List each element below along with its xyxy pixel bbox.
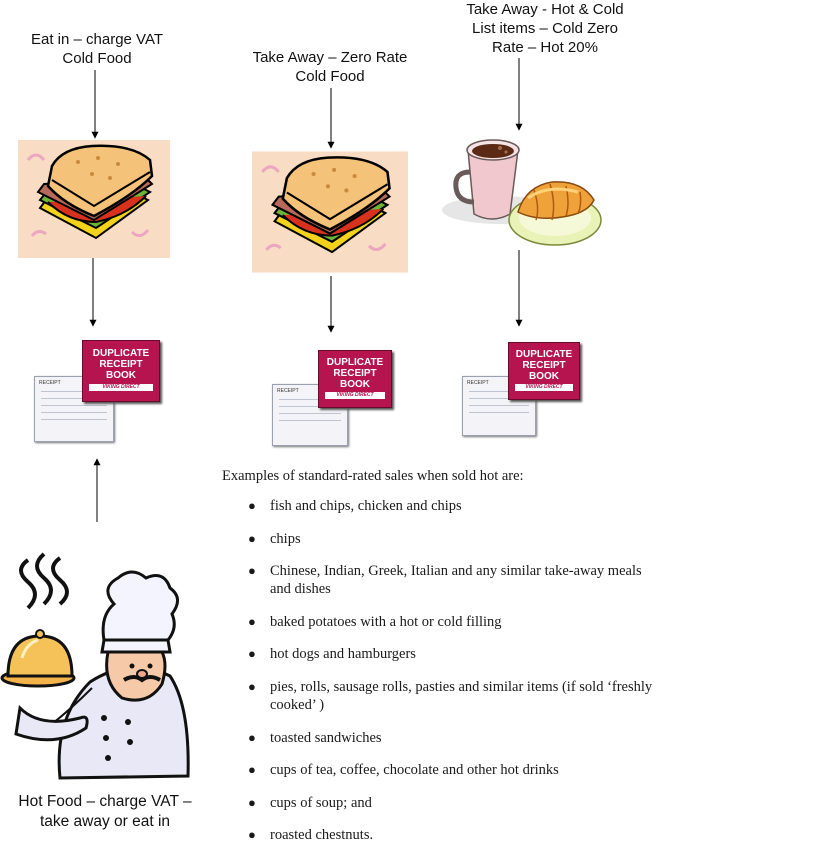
coffee-croissant-icon — [442, 139, 602, 246]
list-item-text: hot dogs and hamburgers — [270, 646, 416, 663]
list-item-text: baked potatoes with a hot or cold fillin… — [270, 613, 502, 630]
list-item: ● pies, rolls, sausage rolls, pasties and… — [222, 678, 662, 714]
caption-take-away-hot-cold: Take Away - Hot & Cold List items – Cold… — [435, 0, 655, 57]
sandwich-icon — [252, 151, 408, 273]
list-item-text: cups of soup; and — [270, 794, 372, 811]
receipt-title: BOOK — [529, 371, 559, 382]
receipt-book-cover: DUPLICATE RECEIPT BOOK VIKING DIRECT — [82, 340, 160, 402]
examples-intro: Examples of standard-rated sales when so… — [222, 468, 524, 484]
caption-line: Eat in – charge VAT — [30, 31, 163, 48]
sandwich-icon — [18, 140, 170, 258]
bullet-icon: ● — [248, 530, 256, 546]
bullet-icon: ● — [248, 762, 256, 778]
caption-line: Take Away – Zero Rate — [252, 49, 408, 66]
caption-take-away-cold: Take Away – Zero Rate Cold Food — [230, 48, 430, 86]
list-item-text: fish and chips, chicken and chips — [270, 498, 462, 514]
list-item: ● chips — [222, 530, 662, 548]
list-item-text: toasted sandwiches — [270, 729, 382, 746]
bullet-icon: ● — [248, 827, 256, 843]
receipt-label: RECEIPT — [277, 388, 299, 394]
list-item-text: pies, rolls, sausage rolls, pasties and … — [270, 678, 653, 713]
caption-line: List items – Cold Zero — [472, 20, 618, 37]
bullet-icon: ● — [248, 613, 256, 629]
caption-line: Cold Food — [295, 68, 365, 85]
list-item: ● fish and chips, chicken and chips — [222, 497, 662, 515]
bullet-icon: ● — [248, 794, 256, 810]
caption-line: Rate – Hot 20% — [492, 39, 598, 56]
list-item-text: chips — [270, 530, 301, 547]
caption-line: Hot Food – charge VAT – — [18, 793, 192, 810]
list-item-text: cups of tea, coffee, chocolate and other… — [270, 762, 559, 779]
receipt-title: DUPLICATE — [515, 349, 573, 360]
receipt-title: DUPLICATE — [92, 348, 150, 359]
caption-eat-in: Eat in – charge VAT Cold Food — [2, 30, 192, 68]
receipt-title: RECEIPT — [522, 360, 566, 371]
receipt-title: DUPLICATE — [326, 357, 384, 368]
receipt-title: RECEIPT — [99, 359, 143, 370]
receipt-brand: VIKING DIRECT — [89, 384, 153, 391]
list-item: ● roasted chestnuts. — [222, 826, 662, 844]
receipt-title: RECEIPT — [333, 368, 377, 379]
receipt-brand: VIKING DIRECT — [325, 392, 385, 399]
bullet-icon: ● — [248, 729, 256, 745]
receipt-book-cover: DUPLICATE RECEIPT BOOK VIKING DIRECT — [508, 342, 580, 400]
caption-line: Take Away - Hot & Cold — [466, 1, 624, 18]
list-item: ● cups of tea, coffee, chocolate and othe… — [222, 761, 662, 779]
list-item-text: roasted chestnuts. — [270, 827, 374, 844]
list-item-text: Chinese, Indian, Greek, Italian and any … — [270, 563, 642, 598]
list-item: ● baked potatoes with a hot or cold filli… — [222, 613, 662, 631]
receipt-brand: VIKING DIRECT — [515, 384, 573, 391]
list-item: ● cups of soup; and — [222, 794, 662, 812]
receipt-title: BOOK — [340, 379, 370, 390]
receipt-label: RECEIPT — [39, 380, 61, 386]
receipt-book-icon: RECEIPT DUPLICATE RECEIPT BOOK VIKING DI… — [462, 342, 586, 438]
chef-icon — [0, 552, 190, 780]
bullet-icon: ● — [248, 646, 256, 662]
receipt-book-cover: DUPLICATE RECEIPT BOOK VIKING DIRECT — [318, 350, 392, 408]
bullet-icon: ● — [248, 678, 256, 694]
list-item: ● Chinese, Indian, Greek, Italian and any… — [222, 562, 662, 598]
caption-line: take away or eat in — [39, 813, 171, 830]
receipt-title: BOOK — [106, 370, 136, 381]
receipt-book-icon: RECEIPT DUPLICATE RECEIPT BOOK VIKING DI… — [34, 340, 166, 442]
list-item: ● hot dogs and hamburgers — [222, 645, 662, 663]
caption-hot-food: Hot Food – charge VAT – take away or eat… — [0, 792, 210, 832]
standard-rated-examples: Examples of standard-rated sales when so… — [222, 466, 662, 859]
list-item: ● toasted sandwiches — [222, 729, 662, 747]
examples-list: ● fish and chips, chicken and chips ● chip… — [222, 497, 662, 844]
caption-line: Cold Food — [62, 50, 132, 67]
bullet-icon: ● — [248, 498, 256, 513]
receipt-label: RECEIPT — [467, 380, 489, 386]
bullet-icon: ● — [248, 563, 256, 579]
receipt-book-icon: RECEIPT DUPLICATE RECEIPT BOOK VIKING DI… — [272, 350, 404, 446]
